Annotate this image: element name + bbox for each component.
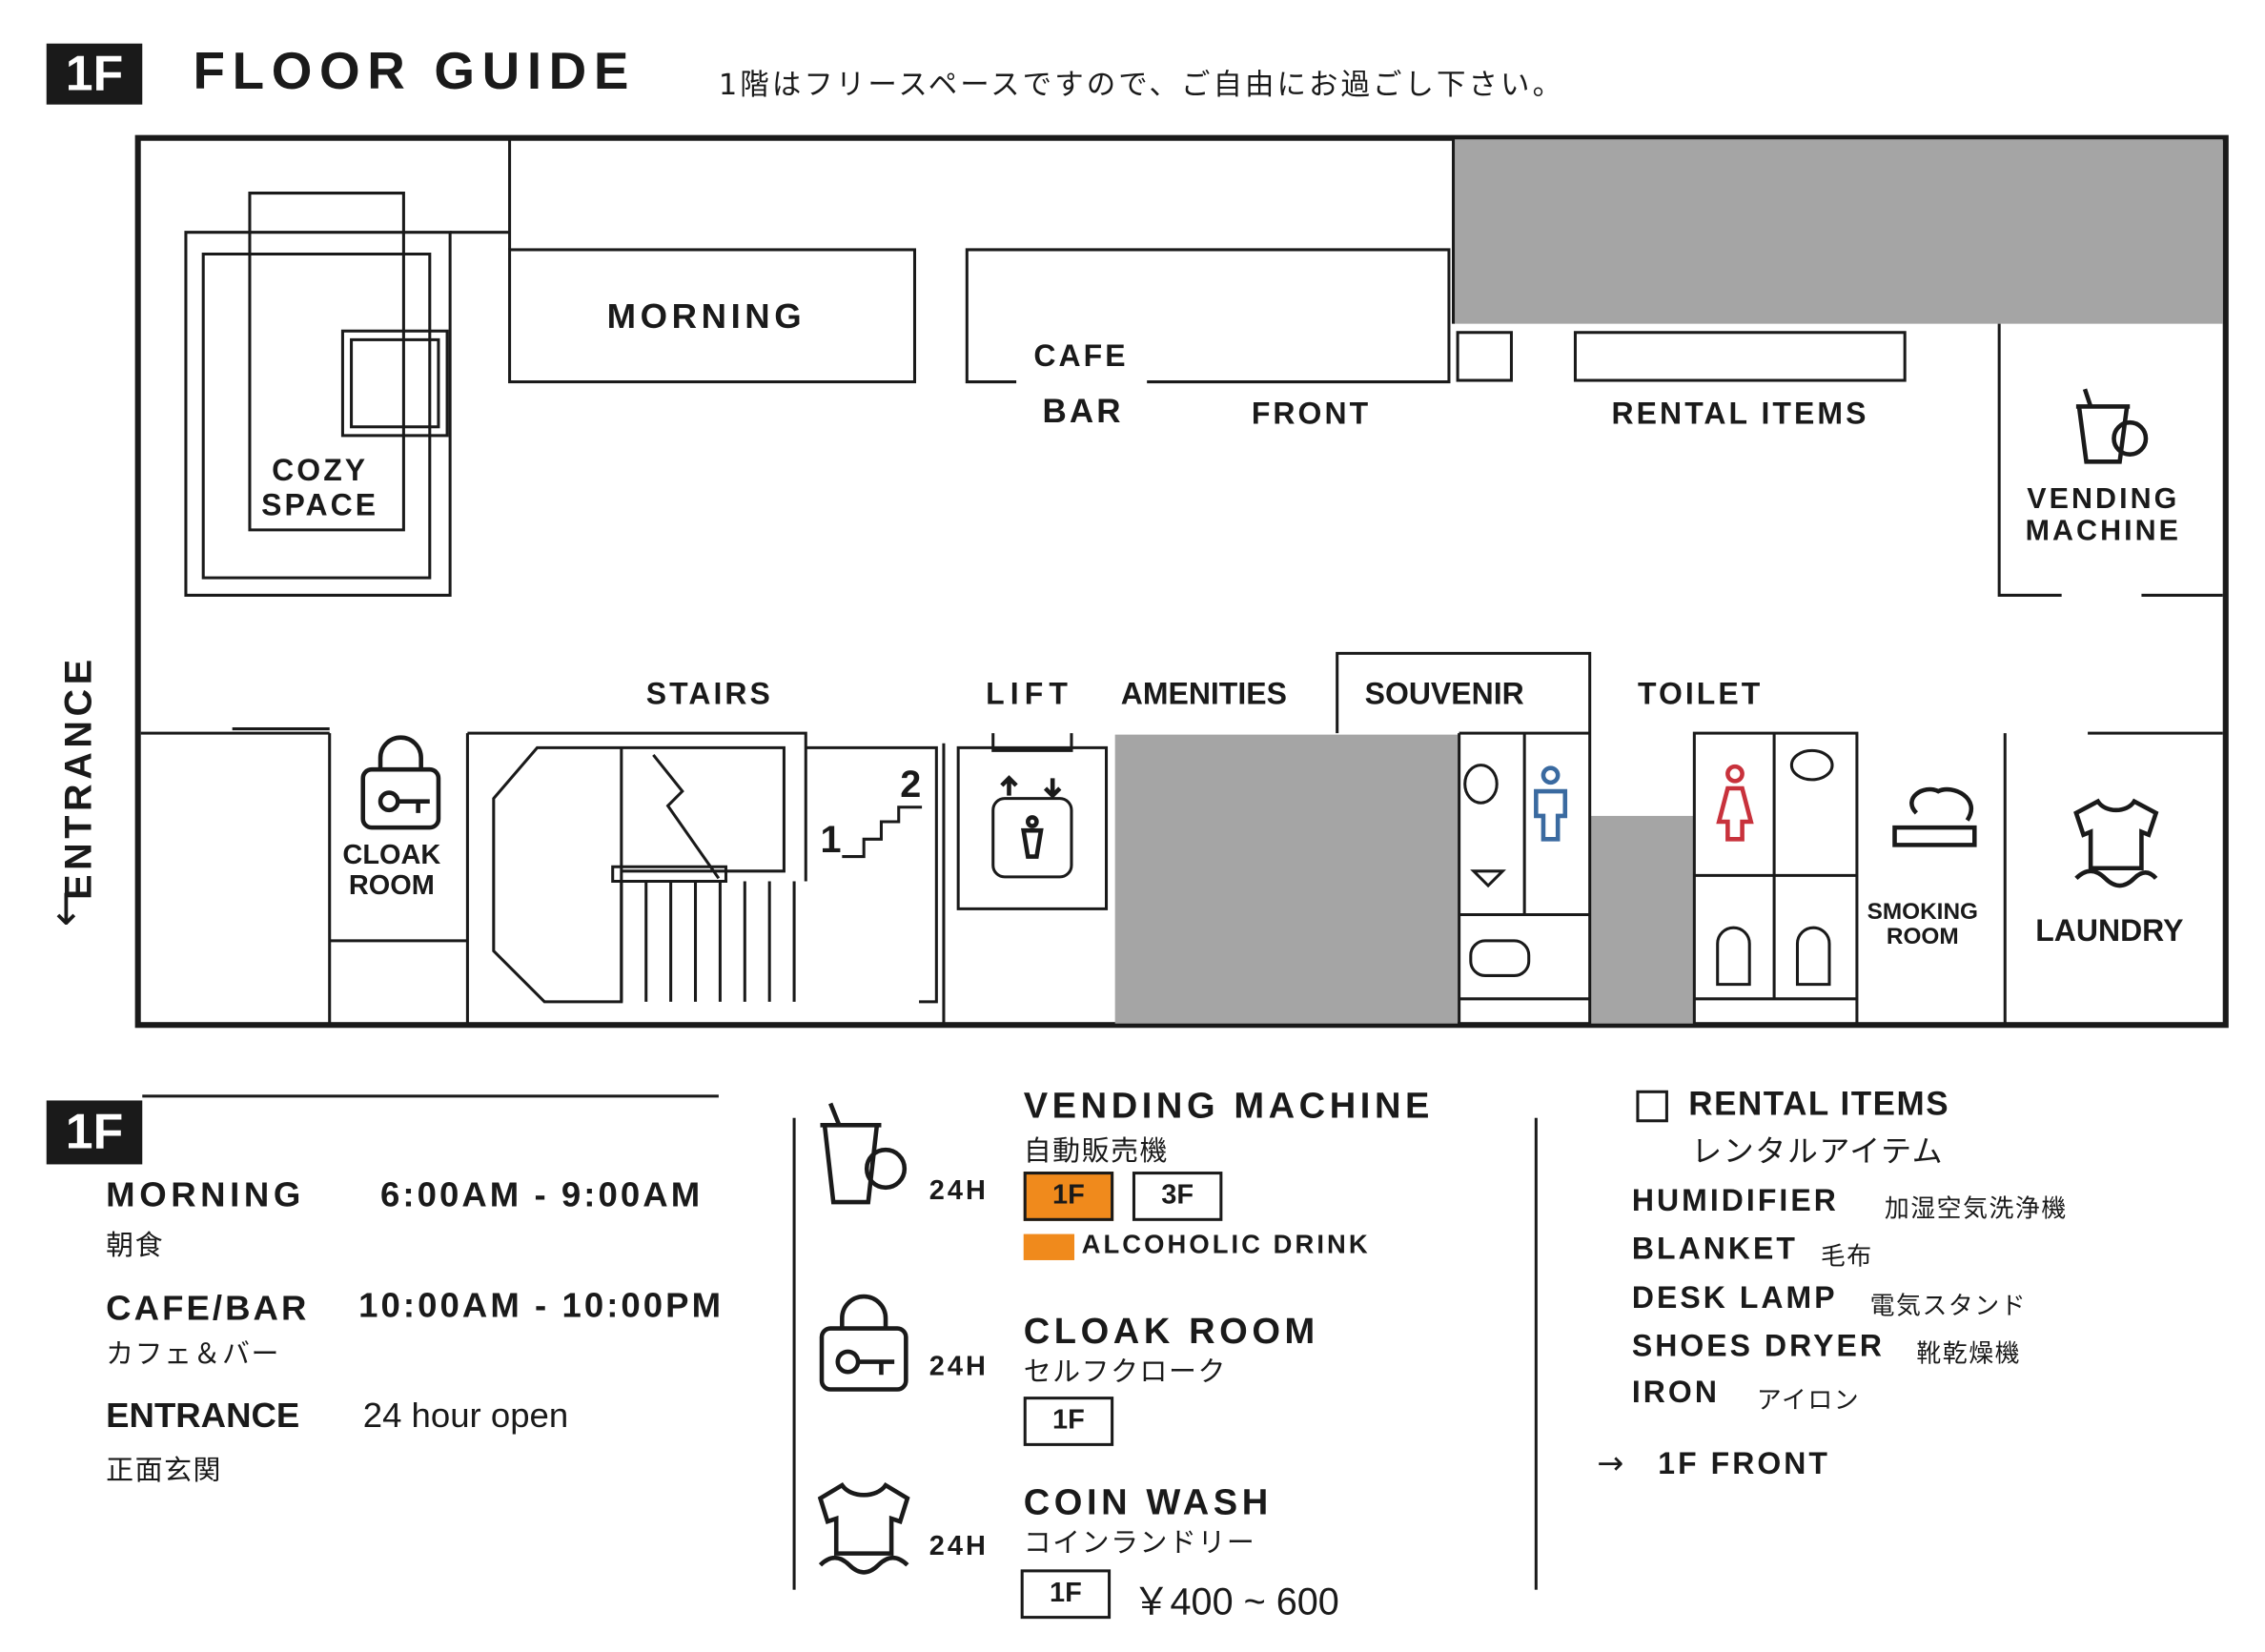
hours-morning-jp: 朝食 xyxy=(106,1229,165,1262)
vending-jp: 自動販売機 xyxy=(1023,1134,1170,1168)
stair-step-2: 2 xyxy=(900,762,925,806)
rental-location: 1F FRONT xyxy=(1658,1447,1831,1481)
label-souvenir: SOUVENIR xyxy=(1364,678,1524,712)
rental-item-jp: 加湿空気洗浄機 xyxy=(1884,1194,2068,1224)
label-stairs: STAIRS xyxy=(645,678,773,712)
page-subtitle: 1階はフリースペースですので、ご自由にお過ごし下さい。 xyxy=(718,67,1565,102)
floor-badge: 1F xyxy=(46,43,143,105)
rental-item-jp: アイロン xyxy=(1756,1386,1861,1416)
label-laundry: LAUNDRY xyxy=(2035,914,2184,948)
vending-line2: MACHINE xyxy=(2025,515,2182,548)
utility-area xyxy=(1589,815,1695,1024)
rental-item-en: SHOES DRYER xyxy=(1631,1330,1885,1364)
rental-item-en: HUMIDIFIER xyxy=(1631,1184,1839,1218)
laundry-shirt-icon xyxy=(2073,798,2159,888)
cozy-line1: COZY xyxy=(272,454,369,488)
page-title: FLOOR GUIDE xyxy=(193,40,637,101)
arrow-right-icon: → xyxy=(1597,1445,1624,1482)
coin-title: COIN WASH xyxy=(1023,1481,1273,1523)
smoking-line2: ROOM xyxy=(1886,925,1959,950)
cloak-jp: セルフクローク xyxy=(1023,1356,1227,1388)
hours-morning-time: 6:00AM - 9:00AM xyxy=(380,1175,704,1215)
entrance-arrow-icon: ↓ xyxy=(48,886,85,937)
label-rental-items: RENTAL ITEMS xyxy=(1611,398,1869,432)
men-icon xyxy=(1534,765,1568,842)
hours-floor-badge: 1F xyxy=(46,1100,143,1165)
rental-item-en: IRON xyxy=(1631,1376,1720,1410)
amenities-area xyxy=(1114,734,1459,1024)
label-lift: LIFT xyxy=(986,678,1073,712)
hours-divider xyxy=(142,1094,719,1098)
cloak-bag-icon xyxy=(819,1294,908,1392)
rental-item-en: DESK LAMP xyxy=(1631,1281,1838,1315)
rental-legend-swatch xyxy=(1636,1090,1668,1123)
rental-jp: レンタルアイテム xyxy=(1691,1133,1945,1170)
cloak-line1: CLOAK xyxy=(342,840,441,871)
hours-entrance-en: ENTRANCE xyxy=(106,1397,300,1437)
vending-cup-icon xyxy=(2075,388,2149,464)
label-front: FRONT xyxy=(1251,398,1372,432)
cloak-title: CLOAK ROOM xyxy=(1023,1311,1319,1352)
hours-entrance-jp: 正面玄関 xyxy=(106,1455,223,1487)
rental-item-jp: 靴乾燥機 xyxy=(1916,1339,2022,1370)
hours-cafebar-jp: カフェ＆バー xyxy=(106,1338,280,1371)
women-icon xyxy=(1716,764,1754,842)
column-divider-1 xyxy=(792,1117,796,1590)
coin-hours: 24H xyxy=(928,1531,989,1562)
alcohol-legend-label: ALCOHOLIC DRINK xyxy=(1081,1229,1371,1259)
rental-title: RENTAL ITEMS xyxy=(1688,1084,1950,1123)
vending-cup-icon xyxy=(820,1102,908,1205)
rental-item-en: BLANKET xyxy=(1631,1233,1798,1267)
rental-item-jp: 電気スタンド xyxy=(1869,1292,2028,1321)
vending-line1: VENDING xyxy=(2027,483,2180,516)
coin-price: ￥400 ~ 600 xyxy=(1132,1580,1339,1623)
coin-jp: コインランドリー xyxy=(1023,1527,1256,1560)
label-bar: BAR xyxy=(1042,392,1124,430)
alcohol-legend-swatch xyxy=(1023,1234,1075,1260)
cloak-hours: 24H xyxy=(928,1351,989,1382)
cloak-line2: ROOM xyxy=(348,870,435,902)
vending-hours: 24H xyxy=(928,1175,989,1207)
hours-cafebar-time: 10:00AM - 10:00PM xyxy=(358,1286,724,1326)
label-toilet: TOILET xyxy=(1637,678,1764,712)
label-morning: MORNING xyxy=(606,297,806,337)
hours-entrance-time: 24 hour open xyxy=(362,1397,569,1437)
lift-icon xyxy=(1000,775,1062,859)
label-amenities: AMENITIES xyxy=(1120,678,1287,712)
label-cafe: CAFE xyxy=(1033,339,1129,374)
hours-morning-en: MORNING xyxy=(106,1175,305,1215)
cozy-line2: SPACE xyxy=(261,489,379,523)
cloak-floor-1f: 1F xyxy=(1023,1397,1114,1446)
hours-cafebar-en: CAFE/BAR xyxy=(106,1289,310,1329)
vending-title: VENDING MACHINE xyxy=(1023,1086,1434,1127)
smoking-icon xyxy=(1892,786,1977,847)
toilet-fixture-icons xyxy=(1463,748,1834,987)
rental-item-jp: 毛布 xyxy=(1820,1242,1873,1273)
column-divider-2 xyxy=(1534,1117,1538,1590)
cloak-bag-icon xyxy=(360,735,441,830)
laundry-shirt-icon xyxy=(817,1481,910,1575)
smoking-line1: SMOKING xyxy=(1867,900,1979,926)
vending-floor-3f: 3F xyxy=(1132,1172,1223,1221)
staff-area xyxy=(1453,139,2223,324)
coin-floor-1f: 1F xyxy=(1020,1569,1112,1620)
stair-step-1: 1 xyxy=(820,817,845,862)
floor-plan xyxy=(134,134,2229,1029)
vending-floor-1f: 1F xyxy=(1023,1172,1114,1221)
